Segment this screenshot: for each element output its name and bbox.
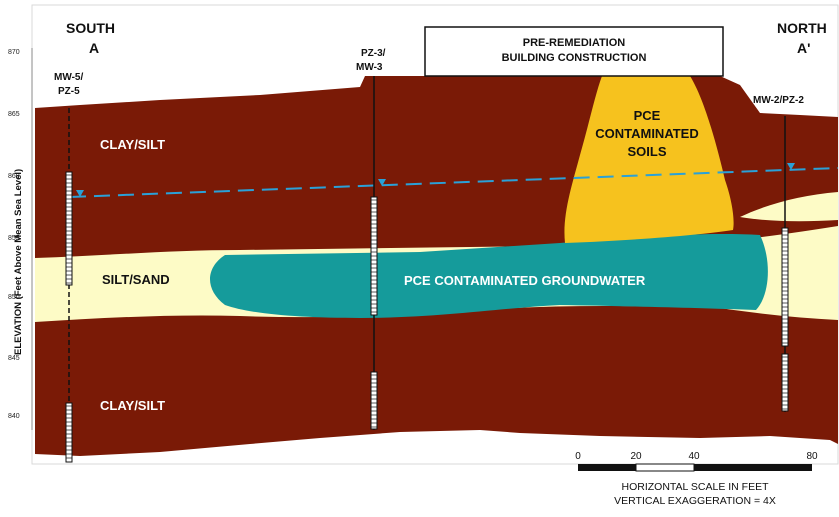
elevation-tick-850: 850: [8, 294, 20, 301]
well-screen-mw2-lower: [781, 353, 789, 412]
elevation-axis-label: ELEVATION (Feet Above Mean Sea Level): [13, 169, 24, 355]
well-screen-mw5-lower: [65, 402, 73, 463]
scale-seg-40-80: [694, 464, 812, 471]
south-sub-label: A: [89, 40, 99, 56]
well-screen-hatching: [66, 174, 788, 459]
elevation-tick-870: 870: [8, 49, 20, 56]
pre-remediation-building: [424, 26, 724, 77]
elevation-tick-860: 860: [8, 173, 20, 180]
elevation-tick-865: 865: [8, 111, 20, 118]
scale-label-0: 0: [575, 451, 581, 462]
silt-sand-label: SILT/SAND: [102, 272, 170, 287]
pce-soils-label-line1: PCE: [634, 108, 661, 123]
pce-soils-body: [564, 76, 734, 243]
scale-caption-line1: HORIZONTAL SCALE IN FEET: [621, 481, 769, 493]
south-label: SOUTH: [66, 20, 115, 36]
scale-label-80: 80: [806, 451, 818, 462]
well-label-mw2: MW-2/PZ-2: [753, 95, 804, 106]
water-table-marker-mw2: [787, 163, 795, 170]
elevation-tick-840: 840: [8, 413, 20, 420]
elevation-axis: 870 865 860 855 850 845 840: [8, 48, 33, 430]
north-label: NORTH: [777, 20, 827, 36]
well-label-mw5-line2: PZ-5: [58, 86, 80, 97]
well-label-pz3-line2: MW-3: [356, 62, 383, 73]
pce-groundwater-label: PCE CONTAMINATED GROUNDWATER: [404, 273, 646, 288]
well-label-pz3-line1: PZ-3/: [361, 48, 386, 59]
north-sub-label: A': [797, 40, 810, 56]
water-table-line: [69, 167, 839, 198]
horizontal-scale-bar: 0 20 40 80 HORIZONTAL SCALE IN FEET VERT…: [575, 451, 818, 507]
building-label-line1: PRE-REMEDIATION: [523, 37, 626, 49]
elevation-tick-855: 855: [8, 235, 20, 242]
silt-sand-sliver: [740, 192, 838, 222]
well-screen-mw5-upper: [65, 171, 73, 286]
well-screen-pz3-lower: [370, 371, 378, 430]
building-label-line2: BUILDING CONSTRUCTION: [502, 52, 647, 64]
pce-soils-label-line3: SOILS: [627, 144, 666, 159]
pce-groundwater-plume: [210, 233, 768, 318]
pce-soils-label-line2: CONTAMINATED: [595, 126, 699, 141]
well-label-mw5-line1: MW-5/: [54, 72, 83, 83]
scale-label-20: 20: [630, 451, 642, 462]
clay-silt-upper-label: CLAY/SILT: [100, 137, 165, 152]
scale-seg-20-40: [635, 463, 695, 472]
water-table-marker-mw5: [76, 190, 84, 197]
scale-seg-0-20: [578, 464, 636, 471]
well-mw5: [65, 108, 73, 463]
elevation-tick-845: 845: [8, 355, 20, 362]
scale-caption-line2: VERTICAL EXAGGERATION = 4X: [614, 495, 776, 507]
clay-silt-lower-label: CLAY/SILT: [100, 398, 165, 413]
water-table-marker-pz3: [378, 179, 386, 186]
scale-label-40: 40: [688, 451, 700, 462]
